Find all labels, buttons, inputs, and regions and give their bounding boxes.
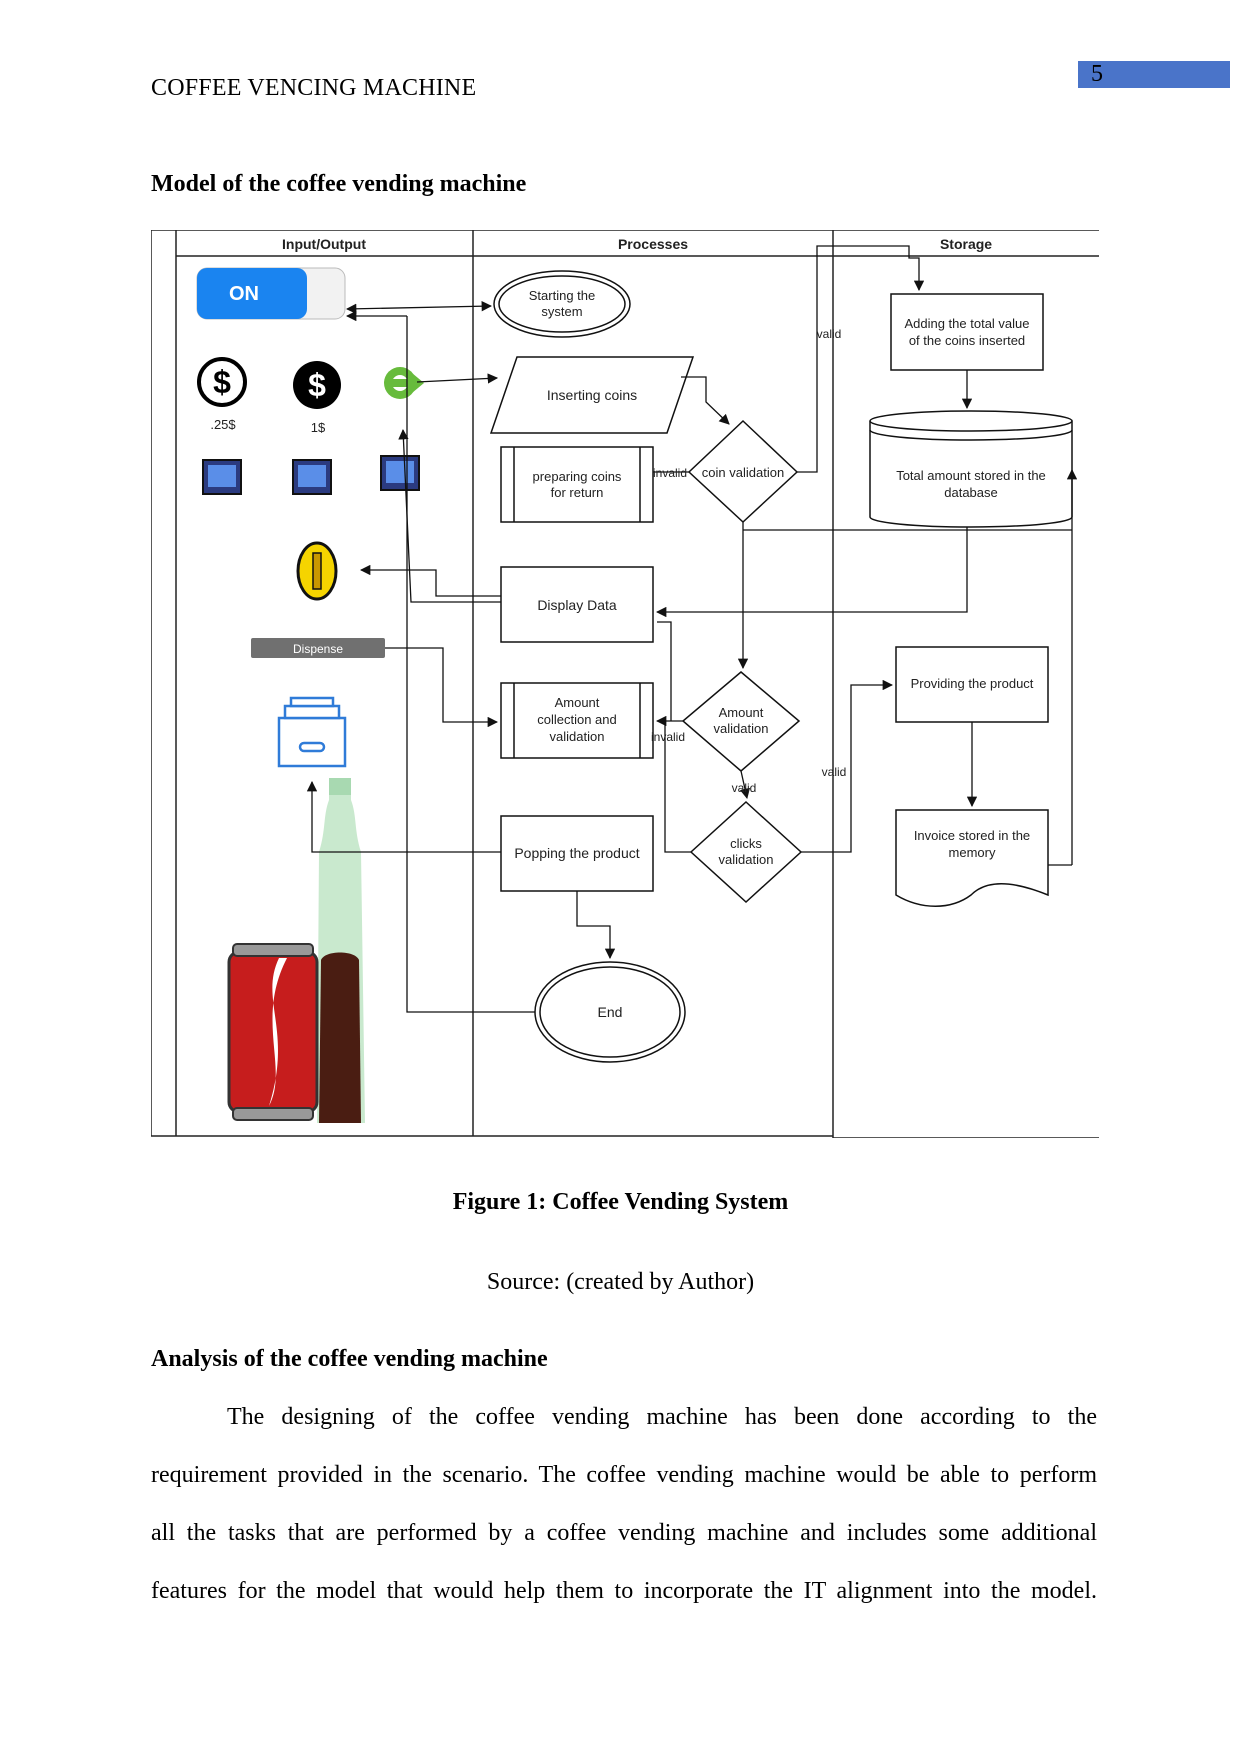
node-amount-collection-line3: validation — [550, 729, 605, 744]
paragraph-line: requirement provided in the scenario. Th… — [151, 1462, 1097, 1488]
node-amount-validation: Amount validation — [681, 671, 801, 772]
node-adding-total: Adding the total value of the coins inse… — [890, 293, 1044, 371]
on-label: ON — [229, 283, 259, 305]
connector-lines — [306, 245, 1078, 1013]
dispense-button[interactable]: Dispense — [251, 638, 385, 658]
node-amount-collection: Amount collection and validation — [500, 682, 654, 759]
lane-header-storage: Storage — [940, 236, 992, 252]
node-adding-line2: of the coins inserted — [909, 333, 1025, 348]
node-popping-product-label: Popping the product — [514, 845, 639, 861]
analysis-paragraph: The designing of the coffee vending mach… — [151, 1388, 1097, 1620]
svg-text:$: $ — [213, 364, 231, 400]
on-toggle[interactable]: ON — [196, 267, 346, 320]
coin-large-label: 1$ — [311, 420, 326, 435]
node-invoice-memory: Invoice stored in the memory — [895, 809, 1049, 907]
dollar-coin-icon[interactable]: $ — [197, 357, 247, 407]
node-adding-line1: Adding the total value — [904, 316, 1029, 331]
node-end: End — [534, 961, 686, 1063]
coin-small-label: .25$ — [210, 417, 236, 432]
soda-can-icon — [227, 943, 319, 1121]
running-head: COFFEE VENCING MACHINE — [151, 75, 477, 101]
lane-header-processes: Processes — [618, 236, 688, 252]
node-start-line1: Starting the — [529, 288, 596, 303]
node-clicks-validation-line2: validation — [719, 852, 774, 867]
node-preparing-coins: preparing coins for return — [500, 446, 654, 523]
node-start-line2: system — [541, 304, 582, 319]
node-display-data: Display Data — [500, 566, 654, 643]
page-number: 5 — [1091, 61, 1103, 87]
dollar-coin-filled-icon[interactable]: $ — [293, 361, 341, 409]
node-clicks-validation-line1: clicks — [730, 836, 762, 851]
section-heading-model: Model of the coffee vending machine — [151, 171, 527, 197]
edge-label-invalid-amount: invalid — [651, 730, 685, 744]
node-coin-validation-label: coin validation — [702, 465, 784, 480]
node-amount-collection-line1: Amount — [555, 695, 600, 710]
node-providing-product: Providing the product — [895, 646, 1049, 723]
section-heading-analysis: Analysis of the coffee vending machine — [151, 1346, 548, 1372]
node-inserting-coins-label: Inserting coins — [547, 387, 637, 403]
svg-text:$: $ — [308, 367, 326, 403]
edge-label-valid-top: valid — [817, 327, 842, 341]
lane-header-io: Input/Output — [282, 236, 366, 252]
swimlane-frame — [151, 230, 1099, 1138]
monitor-icon — [292, 459, 332, 495]
edge-label-valid-clicks: valid — [822, 765, 847, 779]
node-amount-collection-line2: collection and — [537, 712, 617, 727]
figure-source: Source: (created by Author) — [486, 1269, 755, 1295]
node-amount-validation-line2: validation — [714, 721, 769, 736]
figure-caption: Figure 1: Coffee Vending System — [452, 1189, 789, 1215]
paragraph-line: The designing of the coffee vending mach… — [227, 1404, 1097, 1430]
node-preparing-line2: for return — [551, 485, 604, 500]
node-total-line1: Total amount stored in the — [896, 468, 1046, 483]
monitor-icon — [380, 455, 420, 491]
node-preparing-line1: preparing coins — [533, 469, 622, 484]
vending-flowchart-figure: Input/Output Processes Storage ON $ .25$… — [151, 230, 1099, 1138]
paragraph-line: features for the model that would help t… — [151, 1578, 1097, 1604]
dispense-label: Dispense — [293, 642, 343, 656]
node-start: Starting the system — [493, 270, 631, 338]
node-inserting-coins: Inserting coins — [489, 356, 695, 434]
node-clicks-validation: clicks validation — [689, 800, 803, 904]
edge-label-invalid-coin: invalid — [653, 466, 687, 480]
green-arrow-icon[interactable] — [384, 367, 424, 399]
node-amount-validation-line1: Amount — [719, 705, 764, 720]
node-popping-product: Popping the product — [500, 815, 654, 892]
node-display-data-label: Display Data — [537, 597, 617, 613]
monitor-icon — [202, 459, 242, 495]
node-coin-validation: coin validation — [687, 419, 799, 524]
node-providing-label: Providing the product — [911, 676, 1034, 691]
page-number-bar — [1078, 61, 1230, 88]
node-end-label: End — [598, 1004, 623, 1020]
node-invoice-line2: memory — [949, 845, 996, 860]
paragraph-line: all the tasks that are performed by a co… — [151, 1520, 1097, 1546]
drawer-icon — [277, 696, 347, 768]
gold-coin-icon — [296, 541, 338, 601]
soda-bottle-icon — [317, 778, 365, 1123]
node-invoice-line1: Invoice stored in the — [914, 828, 1030, 843]
node-total-database: Total amount stored in the database — [869, 410, 1073, 528]
edge-label-valid-mid: valid — [732, 781, 757, 795]
node-total-line2: database — [944, 485, 998, 500]
